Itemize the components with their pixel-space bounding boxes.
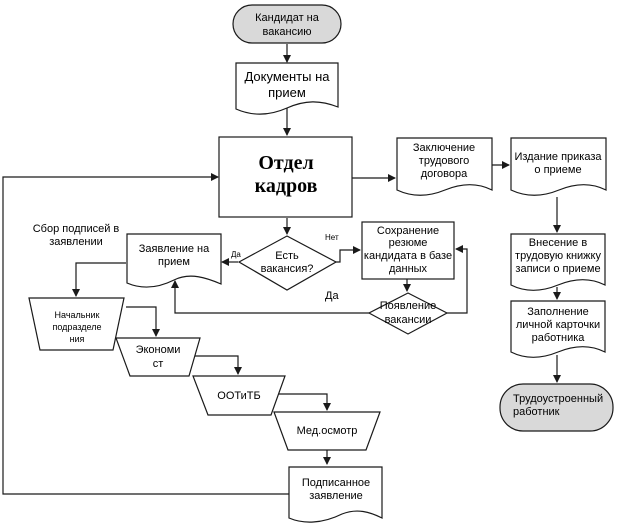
node-dept-head-line-3: ния (70, 334, 85, 344)
edge-ootitb-medexam (275, 393, 331, 411)
node-economist-line-1: Экономи (136, 344, 181, 356)
node-signed-line-1: Подписанное (302, 477, 370, 489)
signatures-note-line-2: заявлении (49, 236, 103, 248)
node-has-vacancy-line-2: вакансия? (261, 263, 314, 275)
edge-signed-hr-return (2, 173, 289, 495)
node-candidate-line-2: вакансию (263, 26, 312, 38)
node-workbook-line-2: трудовую книжку (515, 250, 601, 262)
label-no-right: Нет (325, 233, 339, 242)
node-economist-line-2: ст (153, 358, 164, 370)
node-personal-card[interactable]: Заполнение личной карточки работника (510, 300, 606, 358)
node-order[interactable]: Издание приказа о приеме (510, 137, 607, 196)
node-vacancy-appears[interactable]: Появление вакансии (367, 292, 449, 335)
node-documents[interactable]: Документы на прием (235, 62, 339, 115)
node-save-resume-line-4: данных (389, 263, 428, 275)
node-card-line-1: Заполнение (527, 306, 589, 318)
node-vacancy-appears-line-1: Появление (380, 300, 436, 312)
edge-vacancy-application-yes (171, 280, 369, 314)
node-hr-line-2: кадров (255, 175, 318, 197)
node-candidate[interactable]: Кандидат на вакансию (232, 4, 342, 44)
node-contract-line-3: договора (421, 168, 468, 180)
node-med-exam[interactable]: Мед.осмотр (273, 411, 381, 451)
node-candidate-line-1: Кандидат на (255, 12, 320, 24)
edge-application-depthead (72, 262, 126, 297)
node-signed-line-2: заявление (309, 490, 363, 502)
node-signed-application[interactable]: Подписанное заявление (288, 466, 383, 523)
label-yes-vacancy: Да (325, 290, 339, 302)
node-workbook-line-1: Внесение в (529, 237, 588, 249)
node-save-resume-line-3: кандидата в базе (364, 250, 452, 262)
node-has-vacancy-line-1: Есть (275, 250, 299, 262)
node-dept-head-line-1: Начальник (55, 310, 100, 320)
node-application-line-1: Заявление на (139, 243, 210, 255)
node-dept-head[interactable]: Начальник подразделе ния (28, 297, 125, 351)
node-has-vacancy[interactable]: Есть вакансия? (237, 235, 338, 291)
node-documents-line-2: прием (268, 85, 306, 100)
node-vacancy-appears-line-2: вакансии (385, 314, 432, 326)
node-employed[interactable]: Трудоустроенный работник (499, 383, 614, 432)
node-save-resume[interactable]: Сохранение резюме кандидата в базе данны… (361, 221, 455, 280)
node-dept-head-line-2: подразделе (53, 322, 102, 332)
node-contract[interactable]: Заключение трудового договора (396, 137, 493, 196)
node-documents-line-1: Документы на (244, 69, 330, 84)
node-med-exam-line-1: Мед.осмотр (297, 425, 358, 437)
node-contract-line-1: Заключение (413, 142, 475, 154)
edge-decision-resume-no (334, 246, 361, 263)
node-card-line-3: работника (532, 332, 586, 344)
node-workbook[interactable]: Внесение в трудовую книжку записи о прие… (510, 233, 606, 291)
node-hr-department[interactable]: Отдел кадров (218, 136, 353, 218)
node-application-line-2: прием (158, 256, 190, 268)
node-card-line-2: личной карточки (516, 319, 600, 331)
node-employed-line-2: работник (513, 406, 560, 418)
node-economist[interactable]: Экономи ст (115, 337, 201, 377)
node-contract-line-2: трудового (419, 155, 469, 167)
node-order-line-2: о приеме (534, 164, 581, 176)
node-order-line-1: Издание приказа (514, 151, 602, 163)
signatures-note-line-1: Сбор подписей в (33, 223, 120, 235)
node-save-resume-line-2: резюме (389, 237, 428, 249)
node-ootitb[interactable]: ООТиТБ (192, 375, 286, 416)
node-employed-line-1: Трудоустроенный (513, 393, 603, 405)
node-save-resume-line-1: Сохранение (377, 225, 439, 237)
edge-vacancy-resume-loop (447, 245, 468, 314)
node-hr-line-1: Отдел (258, 152, 313, 174)
edge-depthead-economist (126, 306, 160, 337)
node-application[interactable]: Заявление на прием (126, 233, 222, 288)
connectors (2, 44, 561, 495)
node-ootitb-line-1: ООТиТБ (217, 390, 260, 402)
node-workbook-line-3: записи о приеме (515, 263, 600, 275)
label-yes-left: Да (231, 250, 241, 259)
edge-economist-ootitb (195, 355, 242, 375)
